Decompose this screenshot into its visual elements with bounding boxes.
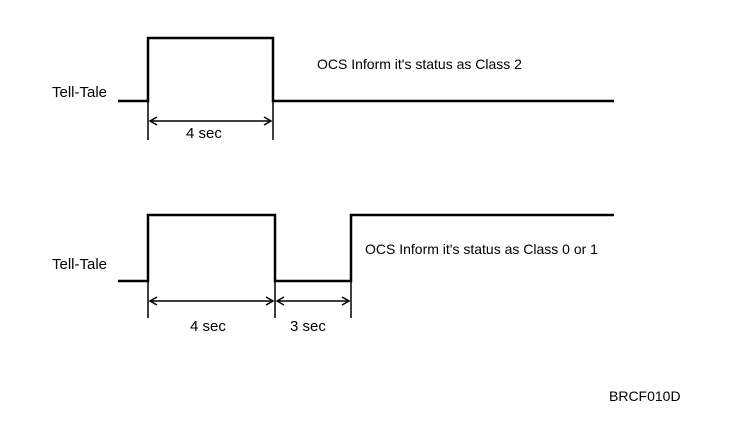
arrowhead-right bbox=[265, 296, 275, 306]
diagram-class-0-or-1: Tell-Tale 4 sec 3 sec OCS Inform it's st… bbox=[52, 213, 614, 335]
arrowhead-right bbox=[341, 296, 351, 306]
duration-label: 4 sec bbox=[186, 125, 222, 142]
signal-waveform bbox=[118, 36, 614, 103]
arrowhead-left bbox=[275, 296, 285, 306]
arrowhead-right bbox=[263, 116, 273, 126]
arrowhead-left bbox=[148, 296, 158, 306]
arrowhead-left bbox=[148, 116, 158, 126]
signal-label: Tell-Tale bbox=[52, 256, 107, 273]
figure-code: BRCF010D bbox=[609, 388, 681, 404]
signal-label: Tell-Tale bbox=[52, 84, 107, 101]
diagram-class-2: Tell-Tale 4 sec OCS Inform it's status a… bbox=[52, 36, 614, 142]
duration-label-1: 4 sec bbox=[190, 318, 226, 335]
status-message: OCS Inform it's status as Class 0 or 1 bbox=[365, 241, 598, 257]
signal-waveform bbox=[118, 213, 614, 283]
duration-label-2: 3 sec bbox=[290, 318, 326, 335]
status-message: OCS Inform it's status as Class 2 bbox=[317, 56, 522, 72]
